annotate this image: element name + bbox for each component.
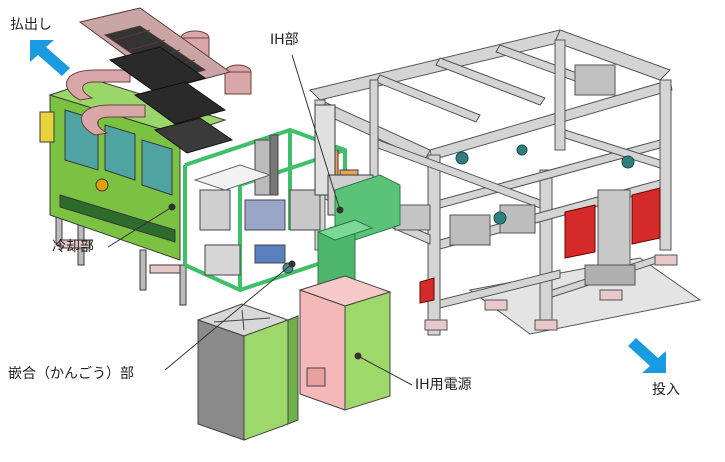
fitting-mechanism [199,134,321,276]
label-outlet: 払出し [10,17,52,33]
fitting-cover [193,164,272,191]
cooling-fans [108,46,234,154]
ih-duct [316,174,401,295]
label-cooling-section: 冷却部 [52,239,94,255]
label-fitting-section: 嵌合（かんごう）部 [8,366,134,382]
label-inlet: 投入 [652,382,680,398]
leader-fitting [164,263,293,371]
outlet-arrow [30,40,70,76]
leader-power [357,355,413,386]
ih-power-cabinet [298,275,392,411]
label-ih-section: IH部 [270,32,299,48]
inlet-arrow [628,338,666,373]
input-red-panels [419,187,661,304]
label-ih-power-supply: IH用電源 [415,377,472,393]
leader-cooling [107,206,173,248]
fitting-cabinet [196,303,299,441]
leader-lines [107,54,413,386]
input-base-plate [468,257,702,335]
leader-ih [291,54,341,211]
input-valves [455,144,635,225]
